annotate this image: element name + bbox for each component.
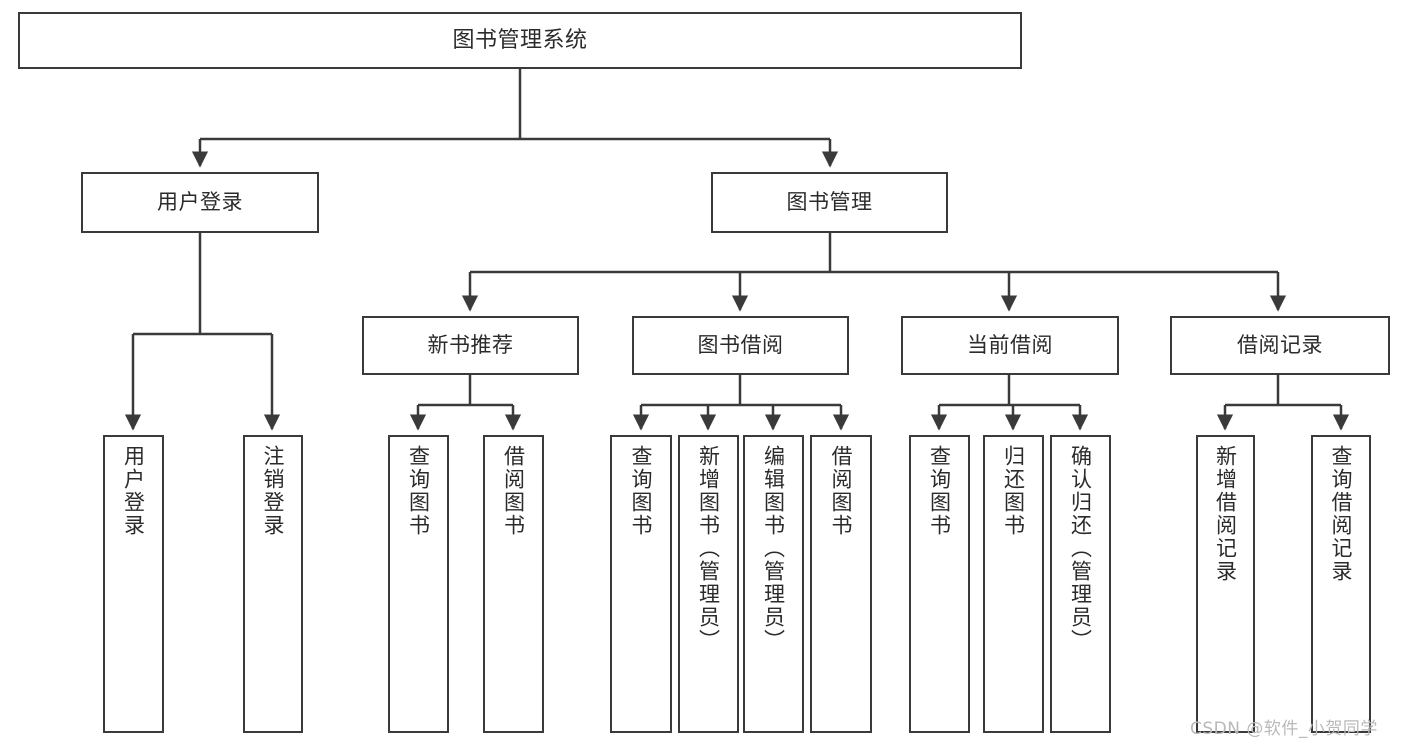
node-leaf-query-book-1-label: 查询图书 (406, 445, 431, 537)
node-borrow-record-label: 借阅记录 (1237, 333, 1323, 358)
node-book-manage-label: 图书管理 (786, 190, 873, 215)
node-leaf-query-book-3-label: 查询图书 (927, 445, 952, 537)
node-leaf-query-borrow-record[interactable]: 查询借阅记录 (1311, 435, 1371, 733)
node-leaf-borrow-book-2[interactable]: 借阅图书 (810, 435, 872, 733)
node-user-login-label: 用户登录 (157, 190, 243, 215)
node-leaf-add-book[interactable]: 新增图书（管理员） (678, 435, 739, 733)
node-leaf-borrow-book-1-label: 借阅图书 (501, 445, 526, 537)
node-leaf-user-logout[interactable]: 注销登录 (243, 435, 303, 733)
node-leaf-query-book-2-label: 查询图书 (629, 445, 654, 537)
node-root[interactable]: 图书管理系统 (18, 12, 1022, 69)
node-leaf-borrow-book-2-label: 借阅图书 (829, 445, 854, 537)
node-book-borrow[interactable]: 图书借阅 (632, 316, 849, 375)
node-leaf-user-login[interactable]: 用户登录 (103, 435, 164, 733)
node-root-label: 图书管理系统 (452, 27, 588, 53)
node-user-login[interactable]: 用户登录 (81, 172, 319, 233)
node-leaf-confirm-return-label: 确认归还（管理员） (1068, 445, 1093, 652)
node-leaf-return-book[interactable]: 归还图书 (983, 435, 1044, 733)
node-new-book-recommend[interactable]: 新书推荐 (362, 316, 579, 375)
node-leaf-query-borrow-record-label: 查询借阅记录 (1329, 445, 1354, 583)
node-leaf-query-book-1[interactable]: 查询图书 (388, 435, 449, 733)
node-leaf-edit-book-label: 编辑图书（管理员） (761, 445, 786, 652)
node-current-borrow[interactable]: 当前借阅 (901, 316, 1119, 375)
node-new-book-recommend-label: 新书推荐 (427, 333, 514, 358)
node-leaf-borrow-book-1[interactable]: 借阅图书 (483, 435, 544, 733)
node-leaf-add-borrow-record[interactable]: 新增借阅记录 (1196, 435, 1255, 733)
node-leaf-edit-book[interactable]: 编辑图书（管理员） (743, 435, 804, 733)
node-leaf-add-book-label: 新增图书（管理员） (696, 445, 721, 652)
node-leaf-add-borrow-record-label: 新增借阅记录 (1213, 445, 1238, 583)
node-leaf-query-book-2[interactable]: 查询图书 (610, 435, 672, 733)
node-current-borrow-label: 当前借阅 (967, 333, 1053, 358)
node-leaf-user-logout-label: 注销登录 (261, 445, 286, 537)
node-borrow-record[interactable]: 借阅记录 (1170, 316, 1390, 375)
node-leaf-query-book-3[interactable]: 查询图书 (909, 435, 970, 733)
node-leaf-confirm-return[interactable]: 确认归还（管理员） (1050, 435, 1111, 733)
node-leaf-return-book-label: 归还图书 (1001, 445, 1026, 537)
node-book-manage[interactable]: 图书管理 (711, 172, 948, 233)
node-leaf-user-login-label: 用户登录 (121, 445, 146, 537)
csdn-watermark: CSDN @软件_小贺同学 (1190, 719, 1378, 739)
node-book-borrow-label: 图书借阅 (697, 333, 784, 358)
